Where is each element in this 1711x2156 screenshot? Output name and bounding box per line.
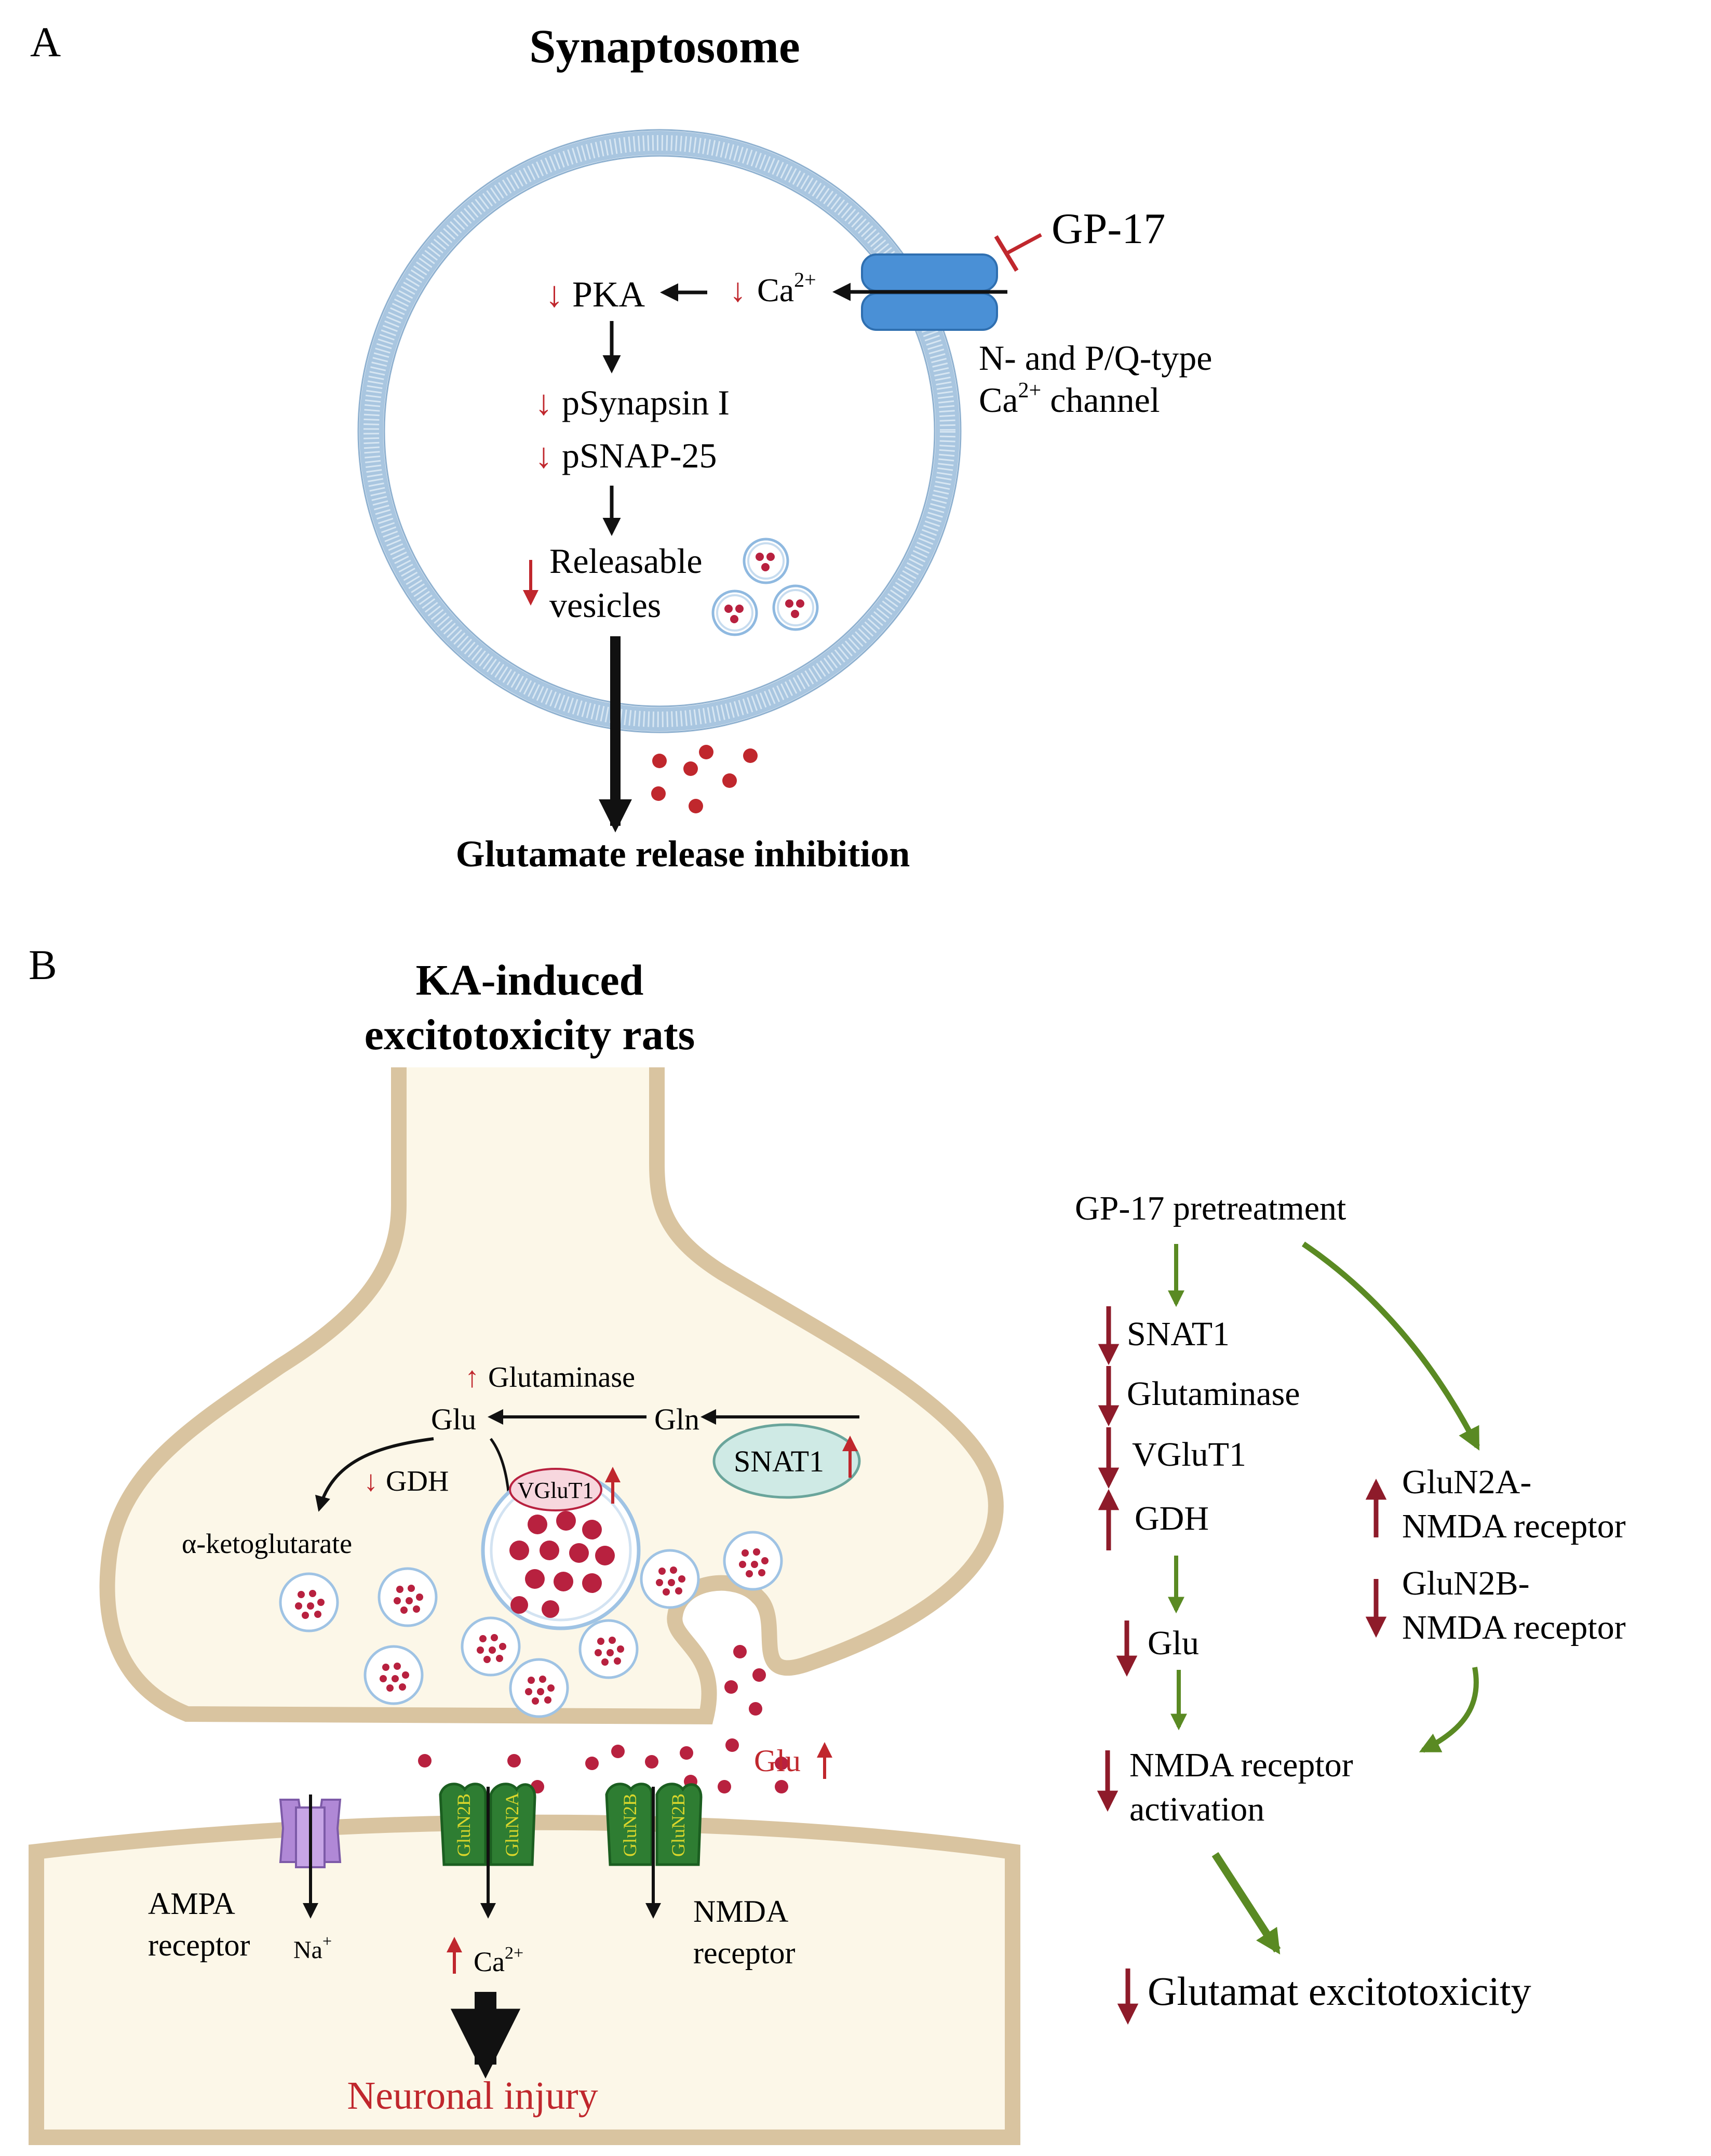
terminal-vesicle bbox=[723, 1531, 783, 1591]
psnap-down-arrow: ↓ bbox=[535, 436, 553, 475]
flow-branch-arrow bbox=[1301, 1241, 1480, 1451]
flow-gdh-label: GDH bbox=[1135, 1499, 1209, 1537]
terminal-vesicle bbox=[279, 1572, 339, 1632]
releasable-label-line2: vesicles bbox=[549, 585, 661, 625]
panel-b-title-line1: KA-induced bbox=[416, 956, 644, 1005]
glutaminase-up-arrow: ↑ bbox=[465, 1361, 479, 1394]
flow-glun2b-label-line2: NMDA receptor bbox=[1402, 1609, 1626, 1646]
ca-label: Ca2+ bbox=[757, 268, 816, 309]
terminal-vesicle bbox=[640, 1549, 700, 1609]
panel-b: B KA-induced excitotoxicity rats SNAT1 G… bbox=[29, 941, 1020, 2145]
nmda-receptor-1: GluN2B GluN2A bbox=[439, 1783, 536, 1866]
aketo-label: α-ketoglutarate bbox=[182, 1528, 352, 1559]
glu-to-aketo-arrow bbox=[315, 1437, 434, 1512]
nmda-label-line2: receptor bbox=[693, 1936, 796, 1970]
ampa-label-line2: receptor bbox=[148, 1928, 250, 1962]
channel-label-line2: Ca2+ channel bbox=[979, 379, 1160, 420]
panel-b-title-line2: excitotoxicity rats bbox=[365, 1011, 695, 1059]
flow-pretreat-label: GP-17 pretreatment bbox=[1075, 1189, 1346, 1227]
glu-label: Glu bbox=[431, 1402, 476, 1436]
vglut1-vesicle bbox=[481, 1470, 641, 1630]
nmda1-glun2a-label: GluN2A bbox=[502, 1792, 522, 1857]
snat1-transporter bbox=[712, 1423, 861, 1499]
terminal-vesicle bbox=[461, 1616, 521, 1677]
psnap-label: pSNAP-25 bbox=[562, 436, 717, 475]
nmda2-glun2b-left-label: GluN2B bbox=[619, 1793, 640, 1857]
gp17-inhibition-symbol bbox=[994, 233, 1042, 272]
gdh-down-arrow: ↓ bbox=[363, 1465, 378, 1497]
panel-a-letter: A bbox=[30, 18, 61, 65]
synaptosome-membrane bbox=[357, 129, 962, 733]
psynapsin-label: pSynapsin I bbox=[562, 383, 730, 422]
panel-a-result: Glutamate release inhibition bbox=[456, 833, 910, 875]
flow-vglut1-label: VGluT1 bbox=[1132, 1436, 1246, 1474]
synaptosome-vesicle bbox=[711, 590, 758, 636]
ampa-label-line1: AMPA bbox=[148, 1886, 235, 1921]
na-label: Na+ bbox=[293, 1932, 332, 1964]
flow-final-green-arrow bbox=[1211, 1852, 1281, 1955]
panel-a-title: Synaptosome bbox=[529, 20, 800, 73]
gp17-label: GP-17 bbox=[1052, 205, 1165, 253]
flow-glun2a-label-line2: NMDA receptor bbox=[1402, 1507, 1626, 1545]
vglut1-label: VGluT1 bbox=[518, 1478, 594, 1503]
terminal-vesicle bbox=[578, 1619, 639, 1679]
flow-glu-label: Glu bbox=[1148, 1624, 1199, 1662]
flow-glun2a-label-line1: GluN2A- bbox=[1402, 1463, 1531, 1501]
flow-summary: GP-17 pretreatment SNAT1 Glutaminase VGl… bbox=[1075, 1189, 1626, 2025]
panel-b-letter: B bbox=[29, 941, 57, 988]
injury-label: Neuronal injury bbox=[347, 2074, 598, 2118]
synaptosome-vesicle bbox=[772, 584, 819, 631]
flow-nmda-label-line2: activation bbox=[1129, 1790, 1264, 1828]
released-glutamate-dots bbox=[651, 745, 758, 813]
flow-glun2b-label-line1: GluN2B- bbox=[1402, 1564, 1530, 1602]
pka-label: PKA bbox=[572, 275, 645, 315]
gdh-label: GDH bbox=[386, 1465, 449, 1497]
glutaminase-label: Glutaminase bbox=[488, 1361, 635, 1394]
snat1-label: SNAT1 bbox=[734, 1444, 824, 1478]
ca-down-arrow: ↓ bbox=[730, 272, 746, 309]
nmda-receptor-2: GluN2B GluN2B bbox=[605, 1783, 703, 1866]
calcium-channel bbox=[861, 253, 998, 331]
psynapsin-down-arrow: ↓ bbox=[535, 383, 553, 422]
channel-label-line1: N- and P/Q-type bbox=[979, 338, 1212, 378]
nmda-label-line1: NMDA bbox=[693, 1894, 788, 1929]
postsynaptic-membrane bbox=[29, 1814, 1020, 2145]
gln-label: Gln bbox=[654, 1402, 699, 1436]
nmda1-glun2b-label: GluN2B bbox=[453, 1793, 474, 1857]
terminal-vesicle bbox=[378, 1567, 438, 1627]
flow-glun2b-to-nmda-arrow bbox=[1419, 1667, 1479, 1753]
releasable-label-line1: Releasable bbox=[549, 541, 703, 581]
terminal-vesicle bbox=[363, 1645, 424, 1705]
vglut1-transporter bbox=[509, 1468, 602, 1511]
flow-final-label: Glutamat excitotoxicity bbox=[1148, 1968, 1531, 2014]
synaptosome-vesicle bbox=[743, 538, 789, 584]
panel-a: A Synaptosome GP-17 N- and P/Q-type Ca2+… bbox=[30, 18, 1212, 875]
flow-snat1-label: SNAT1 bbox=[1127, 1315, 1230, 1353]
nmda2-glun2b-right-label: GluN2B bbox=[668, 1793, 689, 1857]
flow-glutaminase-label: Glutaminase bbox=[1127, 1375, 1300, 1413]
terminal-vesicle bbox=[509, 1658, 569, 1718]
pka-down-arrow: ↓ bbox=[545, 275, 563, 315]
flow-nmda-label-line1: NMDA receptor bbox=[1129, 1746, 1353, 1784]
cleft-glu-label: Glu bbox=[754, 1744, 801, 1778]
postsyn-ca-label: Ca2+ bbox=[474, 1944, 523, 1977]
